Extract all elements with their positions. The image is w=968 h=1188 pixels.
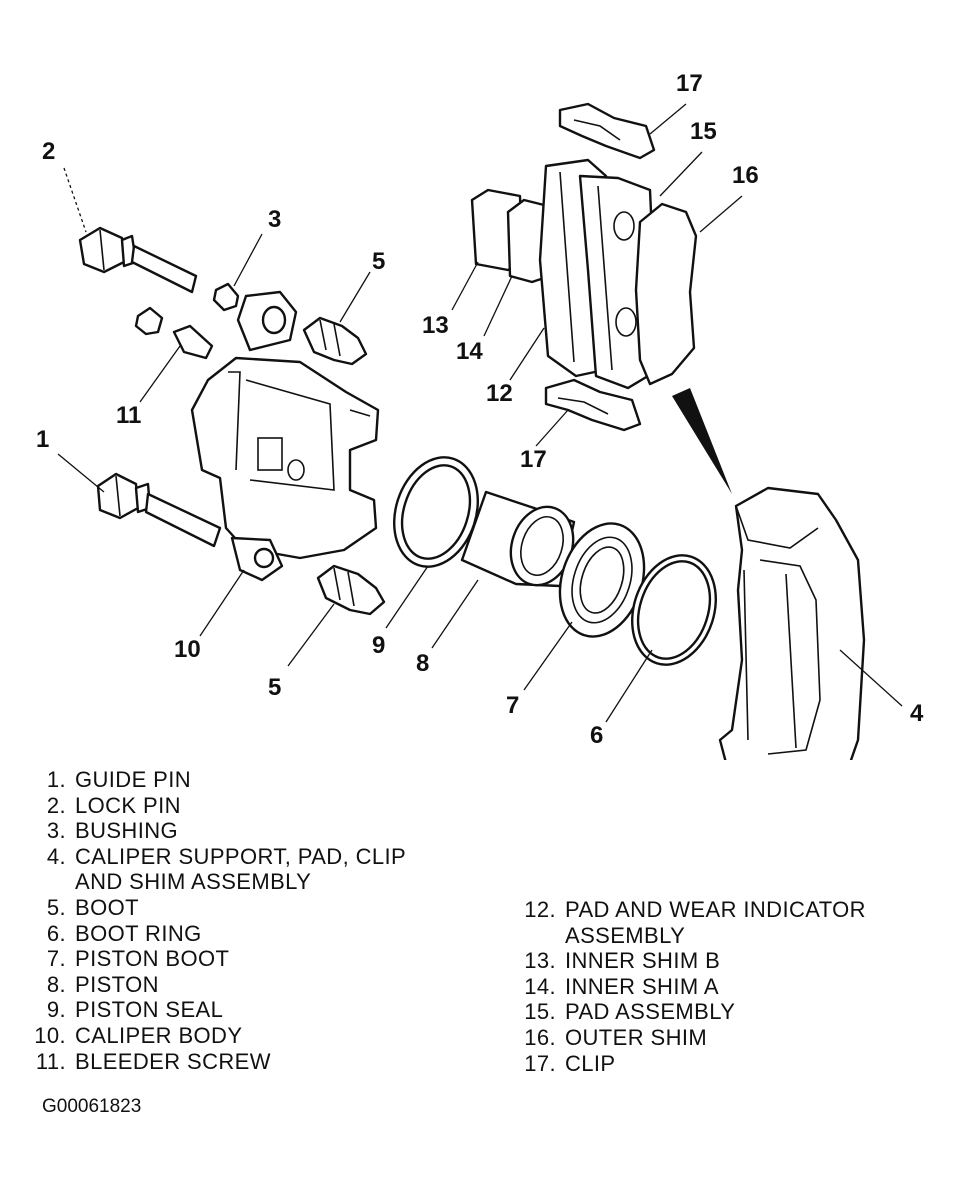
legend-item-continuation: AND SHIM ASSEMBLY [75,869,312,895]
boot-ring-drawing [631,554,717,666]
legend-number: 10. [34,1022,66,1048]
callout-10: 10 [174,636,201,663]
legend-item: 7. PISTON BOOT [32,946,406,972]
legend-label: GUIDE PIN [75,767,192,792]
callout-7: 7 [506,692,520,719]
callout-17-lower: 17 [520,446,547,473]
guide-pin-drawing [96,472,222,548]
legend-label: BOOT RING [75,920,202,946]
legend-number: 9. [46,997,66,1023]
callout-5-lower: 5 [268,674,282,701]
legend-label: LOCK PIN [75,792,181,818]
outer-shim-drawing [634,202,698,386]
legend-item: 17. CLIP [518,1051,866,1077]
callout-11: 11 [116,402,142,429]
boot-drawing-lower [316,564,386,616]
clip-drawing-lower [544,378,642,432]
piston-boot-drawing [558,522,646,638]
legend-number: 4. [46,843,66,869]
leader-lines [57,103,903,723]
legend-number: 17. [524,1050,556,1076]
legend-number: 5. [46,894,66,920]
legend-left: 1. GUIDE PIN 2. LOCK PIN 3. BUSHING 4. CALIP… [32,767,406,1074]
legend-item-continuation: ASSEMBLY [565,922,686,948]
legend-label: CALIPER SUPPORT, PAD, CLIP [75,843,407,869]
callout-16: 16 [732,162,759,189]
legend-label: PAD AND WEAR INDICATOR [565,897,866,922]
legend-label: PISTON BOOT [75,946,230,972]
legend-item: 8. PISTON [32,972,406,998]
assembly-direction-arrow [672,388,732,494]
boot-drawing-upper [302,316,368,366]
legend-label: CALIPER BODY [75,1022,243,1048]
legend-label: PISTON SEAL [75,997,224,1023]
callout-14: 14 [456,338,483,365]
legend-number: 12. [524,897,556,922]
legend-item: 5. BOOT [32,895,406,921]
callout-2: 2 [42,138,56,165]
legend-number: 7. [46,946,66,972]
piston-drawing [460,490,576,588]
legend-item: 2. LOCK PIN [32,793,406,819]
callout-5-upper: 5 [372,248,386,275]
callout-8: 8 [416,650,430,677]
callout-17-upper: 17 [676,70,703,97]
legend-item: 15. PAD ASSEMBLY [518,999,866,1025]
legend-item: 11. BLEEDER SCREW [32,1049,406,1075]
legend-number: 15. [524,999,556,1025]
callout-9: 9 [372,632,386,659]
legend-item: 3. BUSHING [32,818,406,844]
legend-item: 4. CALIPER SUPPORT, PAD, CLIP [32,844,406,870]
legend-item: 14. INNER SHIM A [518,974,866,1000]
callout-1: 1 [36,426,50,453]
caliper-body-drawing [190,290,380,582]
legend-label: PAD ASSEMBLY [565,999,736,1025]
legend-label: INNER SHIM B [565,948,721,974]
legend-label: BUSHING [75,818,179,844]
legend-label: BOOT [75,894,139,920]
legend-label: INNER SHIM A [565,973,719,999]
legend-item: 13. INNER SHIM B [518,948,866,974]
legend-label: OUTER SHIM [565,1024,708,1050]
caliper-support-assembly-drawing [718,486,866,760]
legend-number: 8. [46,971,66,997]
legend-label: PISTON [75,971,159,997]
legend-item: 9. PISTON SEAL [32,997,406,1023]
clip-drawing-upper [558,102,656,160]
legend-number: 2. [46,792,66,818]
callout-12: 12 [486,380,513,407]
legend-number: 1. [46,767,66,792]
callout-6: 6 [590,722,604,749]
piston-seal-drawing [393,456,479,568]
callout-4: 4 [910,700,924,727]
legend-label: BLEEDER SCREW [75,1048,271,1074]
legend-item: 6. BOOT RING [32,921,406,947]
legend-number: 13. [524,948,556,974]
callout-3: 3 [268,206,282,233]
legend-number: 16. [524,1024,556,1050]
exploded-caliper-diagram [57,102,903,760]
legend-right: 12. PAD AND WEAR INDICATOR ASSEMBLY 13. IN… [518,897,866,1076]
figure-id: G00061823 [42,1096,142,1117]
lock-pin-drawing [78,226,198,294]
legend-number: 14. [524,973,556,999]
legend-item: 12. PAD AND WEAR INDICATOR [518,897,866,923]
legend-label: CLIP [565,1050,616,1076]
legend-item: 1. GUIDE PIN [32,767,406,793]
bushing-drawing [212,282,240,312]
bleeder-screw-drawing [134,306,214,360]
legend-number: 11. [35,1048,66,1074]
callout-15: 15 [690,118,717,145]
legend-number: 6. [46,920,66,946]
callout-13: 13 [422,312,449,339]
legend-number: 3. [46,818,66,844]
legend-item: 16. OUTER SHIM [518,1025,866,1051]
legend-item: 10. CALIPER BODY [32,1023,406,1049]
